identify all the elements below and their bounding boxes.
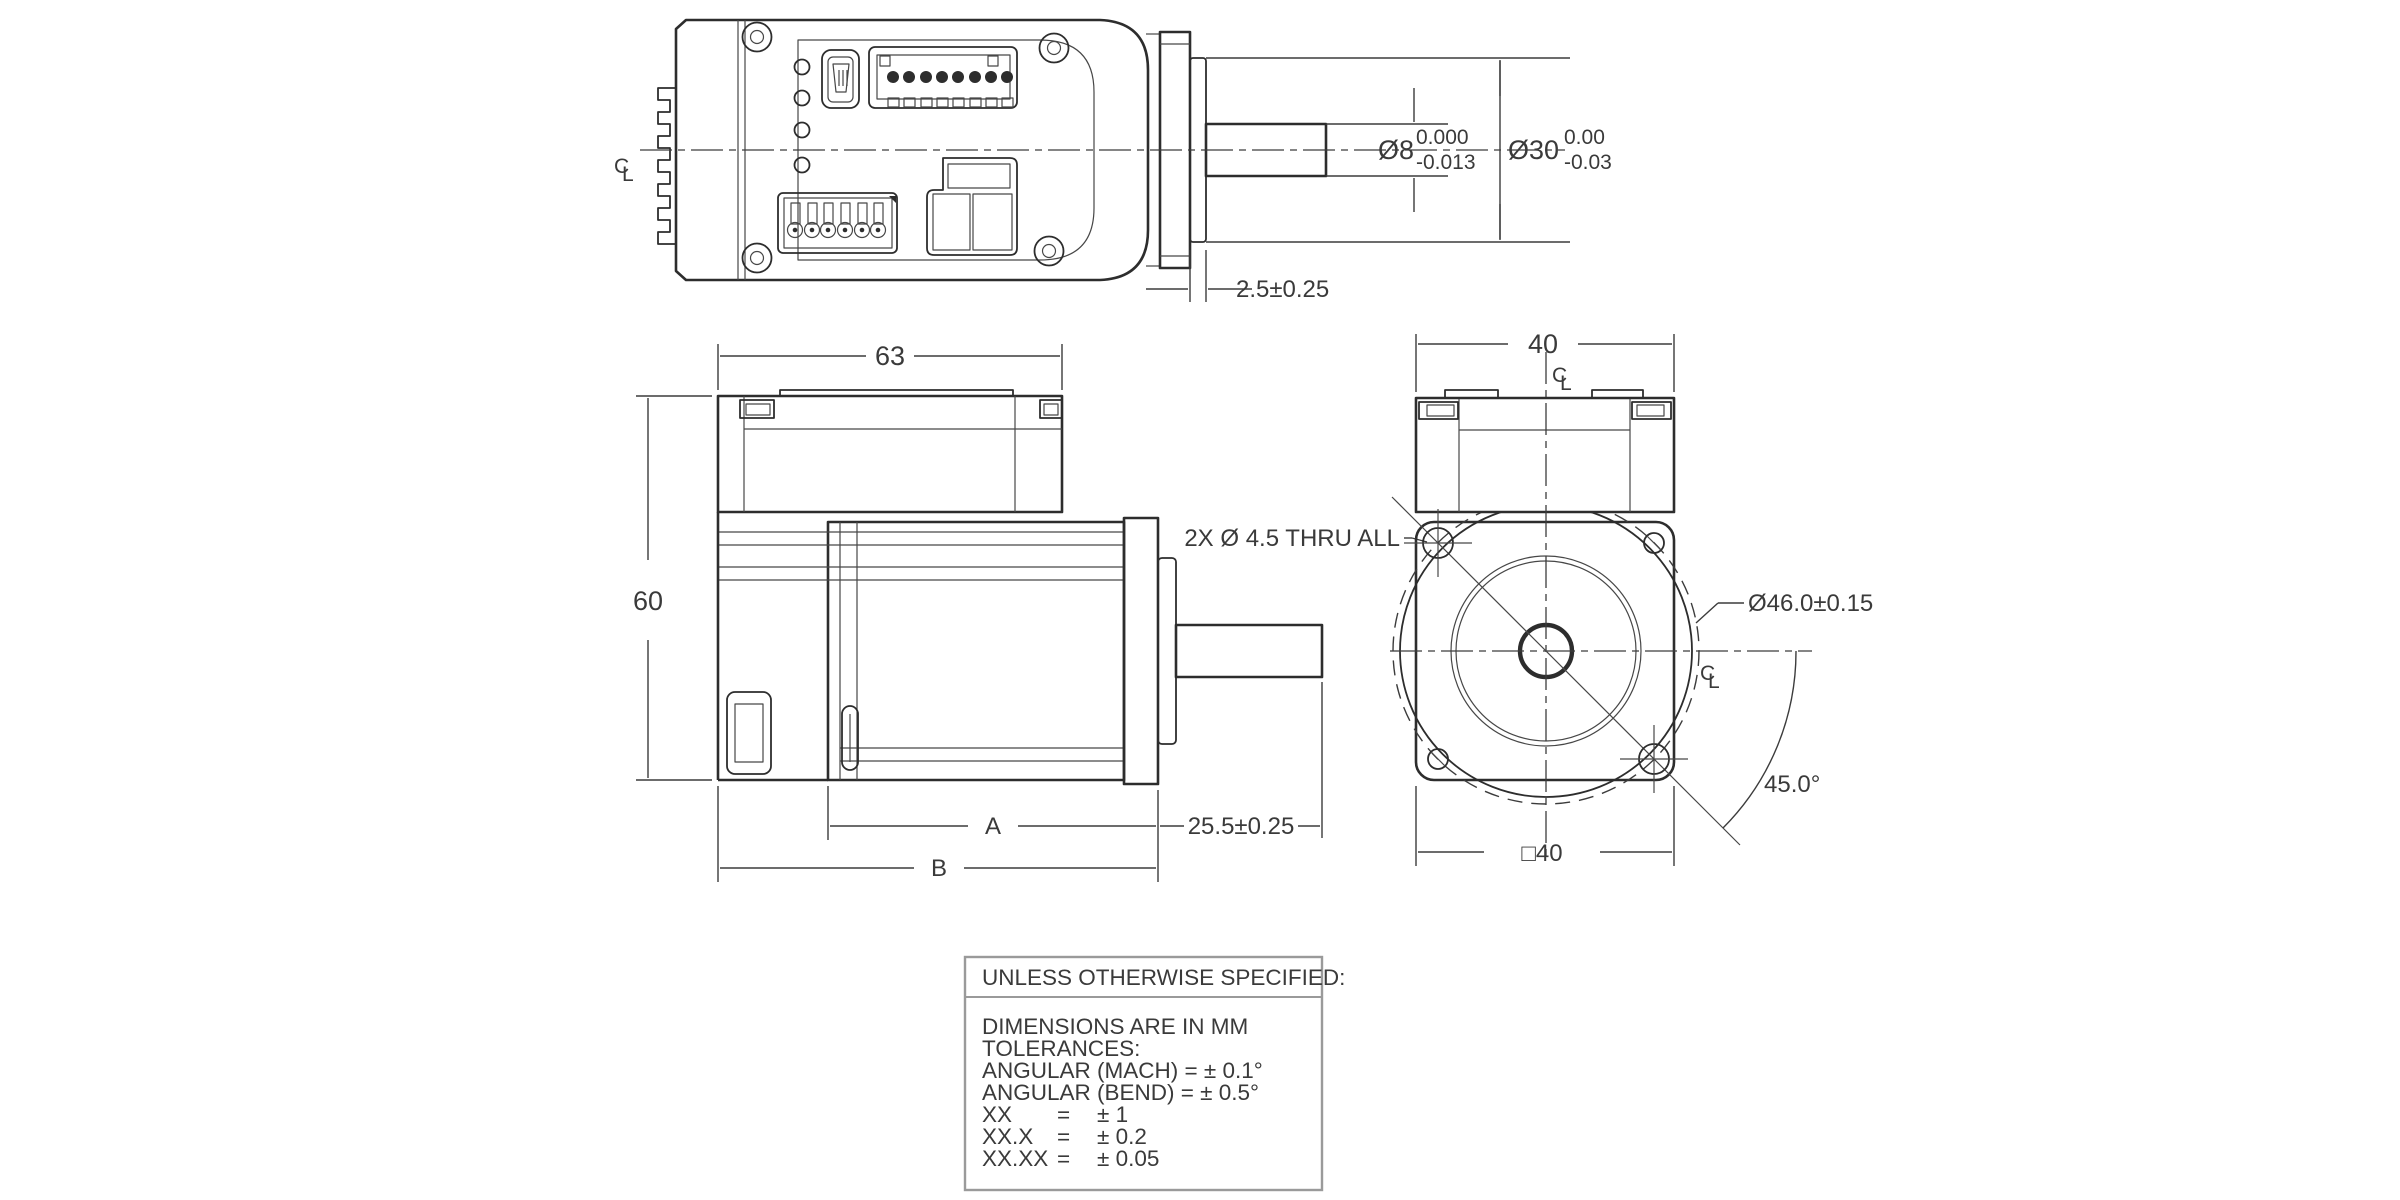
tol-eq: = bbox=[1057, 1124, 1070, 1149]
dim-shaft-nominal: Ø8 bbox=[1378, 135, 1414, 165]
tolerance-row-xx-xx: XX.XX = ± 0.05 bbox=[982, 1146, 1159, 1171]
power-terminal-6pin bbox=[777, 192, 898, 254]
shaft bbox=[1174, 623, 1324, 679]
dim-pilot-upper-tol: 0.00 bbox=[1564, 126, 1605, 149]
dim-overall-height-text: 60 bbox=[633, 586, 663, 616]
tol-label: XX bbox=[982, 1102, 1012, 1127]
dim-shaft-length: 25.5±0.25 bbox=[1160, 682, 1323, 840]
tol-value: ± 0.2 bbox=[1097, 1124, 1147, 1149]
heatsink-fins bbox=[657, 87, 676, 245]
dim-overall-length-text: B bbox=[931, 855, 947, 882]
centerline-c: C bbox=[1700, 662, 1715, 685]
centerline-symbol-top: C L bbox=[1552, 364, 1572, 395]
tol-value: ± 1 bbox=[1097, 1102, 1128, 1127]
dim-hole-angle: 45.0° bbox=[1722, 650, 1820, 829]
dim-pilot-lower-tol: -0.03 bbox=[1564, 151, 1612, 174]
tolerance-row-xx: XX = ± 1 bbox=[982, 1102, 1128, 1127]
centerline-symbol: C L bbox=[614, 155, 634, 186]
dim-flange-square-text: □40 bbox=[1521, 840, 1562, 867]
flange-screw-edge bbox=[841, 705, 859, 771]
usb-connector bbox=[821, 49, 860, 109]
dim-body-diameter: Ø46.0±0.15 bbox=[1695, 590, 1873, 624]
motor-body bbox=[826, 520, 1126, 782]
dim-flange-width-text: 40 bbox=[1528, 329, 1558, 359]
tolerance-line-units: DIMENSIONS ARE IN MM bbox=[982, 1014, 1248, 1039]
tolerance-header: UNLESS OTHERWISE SPECIFIED: bbox=[982, 965, 1345, 990]
diagonal-centerline bbox=[1391, 496, 1741, 846]
dim-flange-square: □40 bbox=[1415, 786, 1675, 867]
io-connector-8pin bbox=[868, 46, 1018, 109]
dim-hole-angle-text: 45.0° bbox=[1764, 771, 1820, 798]
tol-label: XX.XX bbox=[982, 1146, 1048, 1171]
centerline-l: L bbox=[622, 163, 634, 186]
tolerance-row-xx-x: XX.X = ± 0.2 bbox=[982, 1124, 1147, 1149]
flange-plate bbox=[1122, 516, 1160, 786]
tol-eq: = bbox=[1057, 1102, 1070, 1127]
dim-motor-length-text: A bbox=[985, 813, 1001, 840]
centerline-l: L bbox=[1708, 670, 1720, 693]
driver-housing bbox=[716, 389, 1064, 514]
dim-body-diameter-text: Ø46.0±0.15 bbox=[1748, 590, 1873, 617]
tol-eq: = bbox=[1057, 1146, 1070, 1171]
dim-overall-height: 60 bbox=[633, 395, 712, 781]
thru-hole-top-left bbox=[1404, 509, 1472, 577]
dim-housing-length: 63 bbox=[717, 341, 1063, 390]
front-view: C L C L bbox=[1390, 329, 1873, 867]
dim-shaft-lower-tol: -0.013 bbox=[1416, 151, 1476, 174]
side-view: 63 60 A B bbox=[633, 341, 1428, 882]
dim-shaft-diameter: Ø8 0.000 -0.013 bbox=[1326, 88, 1476, 212]
mounting-clip bbox=[726, 691, 772, 775]
dim-pilot-depth: 2.5±0.25 bbox=[1146, 250, 1329, 303]
tolerance-block: UNLESS OTHERWISE SPECIFIED: DIMENSIONS A… bbox=[963, 955, 1345, 1192]
dim-motor-length: A bbox=[827, 786, 1159, 840]
dim-housing-length-text: 63 bbox=[875, 341, 905, 371]
tol-value: ± 0.05 bbox=[1097, 1146, 1159, 1171]
dim-shaft-length-text: 25.5±0.25 bbox=[1188, 813, 1295, 840]
top-view: C L Ø8 0.000 -0.013 Ø30 0.00 -0.03 bbox=[614, 18, 1612, 303]
centerline-c: C bbox=[614, 155, 629, 178]
dim-shaft-upper-tol: 0.000 bbox=[1416, 126, 1469, 149]
dim-overall-length: B bbox=[717, 786, 1159, 882]
corner-screws bbox=[741, 21, 1070, 274]
dim-pilot-diameter: Ø30 0.00 -0.03 bbox=[1206, 57, 1612, 243]
centerline-symbol-right: C L bbox=[1700, 662, 1720, 693]
screw-hole-bottom-left bbox=[1427, 748, 1449, 770]
tolerance-line-title: TOLERANCES: bbox=[982, 1036, 1140, 1061]
thru-hole-bottom-right bbox=[1620, 725, 1688, 793]
pilot-boss bbox=[1157, 557, 1177, 745]
centerline-l: L bbox=[1560, 372, 1572, 395]
dim-thru-holes: 2X Ø 4.5 THRU ALL bbox=[1184, 525, 1428, 552]
dim-pilot-depth-text: 2.5±0.25 bbox=[1236, 276, 1329, 303]
screw-hole-top-right bbox=[1643, 532, 1665, 554]
tolerance-line-angular-bend: ANGULAR (BEND) = ± 0.5° bbox=[982, 1080, 1259, 1105]
housing-front bbox=[1414, 389, 1676, 514]
dim-thru-holes-text: 2X Ø 4.5 THRU ALL bbox=[1184, 525, 1400, 552]
centerline-c: C bbox=[1552, 364, 1567, 387]
dim-pilot-nominal: Ø30 bbox=[1508, 135, 1559, 165]
dim-flange-width: 40 bbox=[1415, 329, 1675, 392]
status-leds bbox=[793, 58, 811, 174]
tolerance-line-angular-mach: ANGULAR (MACH) = ± 0.1° bbox=[982, 1058, 1263, 1083]
option-connector bbox=[926, 157, 1018, 256]
tol-label: XX.X bbox=[982, 1124, 1033, 1149]
